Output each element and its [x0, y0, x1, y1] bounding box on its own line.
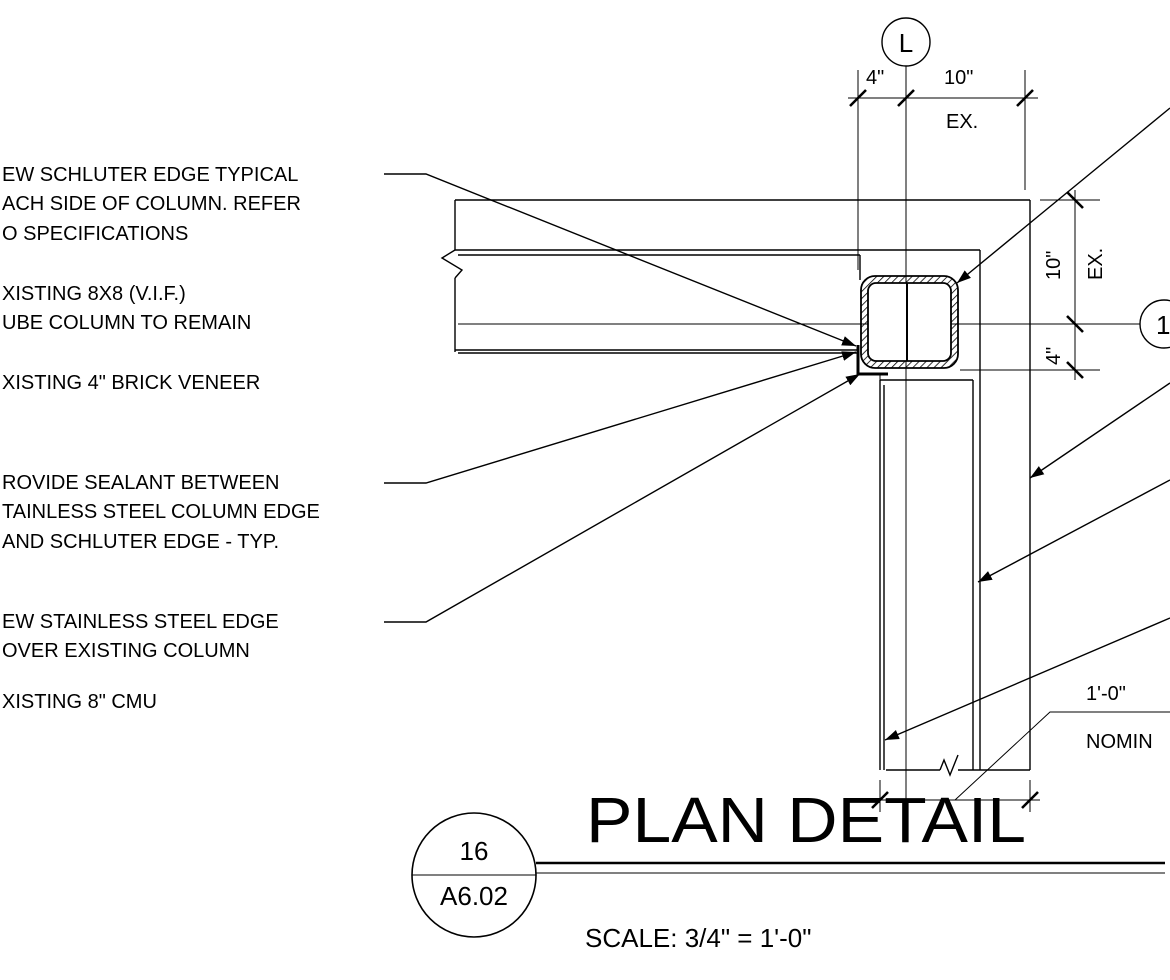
scale-label: SCALE: 3/4" = 1'-0" [585, 923, 811, 953]
sheet-number: A6.02 [440, 881, 508, 911]
notes-left: EW SCHLUTER EDGE TYPICAL ACH SIDE OF COL… [2, 164, 320, 713]
note-line: XISTING 8" CMU [2, 691, 157, 713]
dim-side-lower: 4" [1043, 347, 1065, 365]
dim-bottom: 1'-0" [1086, 683, 1126, 705]
title-block [411, 812, 1165, 938]
detail-number: 16 [460, 836, 489, 866]
dim-top-right-sub: EX. [946, 111, 978, 133]
note-line: AND SCHLUTER EDGE - TYP. [2, 531, 279, 553]
page-title: PLAN DETAIL [586, 784, 1026, 856]
grid-bubble-l [881, 17, 931, 67]
note-line: TAINLESS STEEL COLUMN EDGE [2, 501, 320, 523]
note-line: EW STAINLESS STEEL EDGE [2, 611, 279, 633]
top-dimension [848, 70, 1038, 270]
existing-tube-column [860, 275, 959, 369]
note-line: OVER EXISTING COLUMN [2, 640, 250, 662]
note-line: ACH SIDE OF COLUMN. REFER [2, 193, 301, 215]
note-line: O SPECIFICATIONS [2, 223, 188, 245]
bottom-dimension [871, 780, 1040, 812]
dim-side-upper: 10" [1043, 251, 1065, 280]
note-line: UBE COLUMN TO REMAIN [2, 312, 251, 334]
note-line: EW SCHLUTER EDGE TYPICAL [2, 164, 298, 186]
dim-side-upper-sub: EX. [1085, 248, 1107, 280]
grid-bubble-10 [1139, 299, 1170, 349]
grid-bubble-10-label: 10 [1156, 310, 1170, 340]
leaders-right [884, 107, 1170, 741]
note-line: ROVIDE SEALANT BETWEEN [2, 472, 279, 494]
dim-top-left: 4" [866, 67, 884, 89]
leaders-left [384, 173, 861, 623]
existing-cmu-wall [455, 249, 1030, 777]
note-line: XISTING 4" BRICK VENEER [2, 372, 260, 394]
side-dimension [960, 190, 1100, 380]
bottom-dimension-leader [954, 711, 1170, 801]
grid-bubble-l-label: L [899, 28, 913, 58]
dim-bottom-sub: NOMIN [1086, 731, 1153, 753]
existing-brick-veneer [440, 199, 1031, 770]
dim-top-right: 10" [944, 67, 973, 89]
note-line: XISTING 8X8 (V.I.F.) [2, 283, 186, 305]
